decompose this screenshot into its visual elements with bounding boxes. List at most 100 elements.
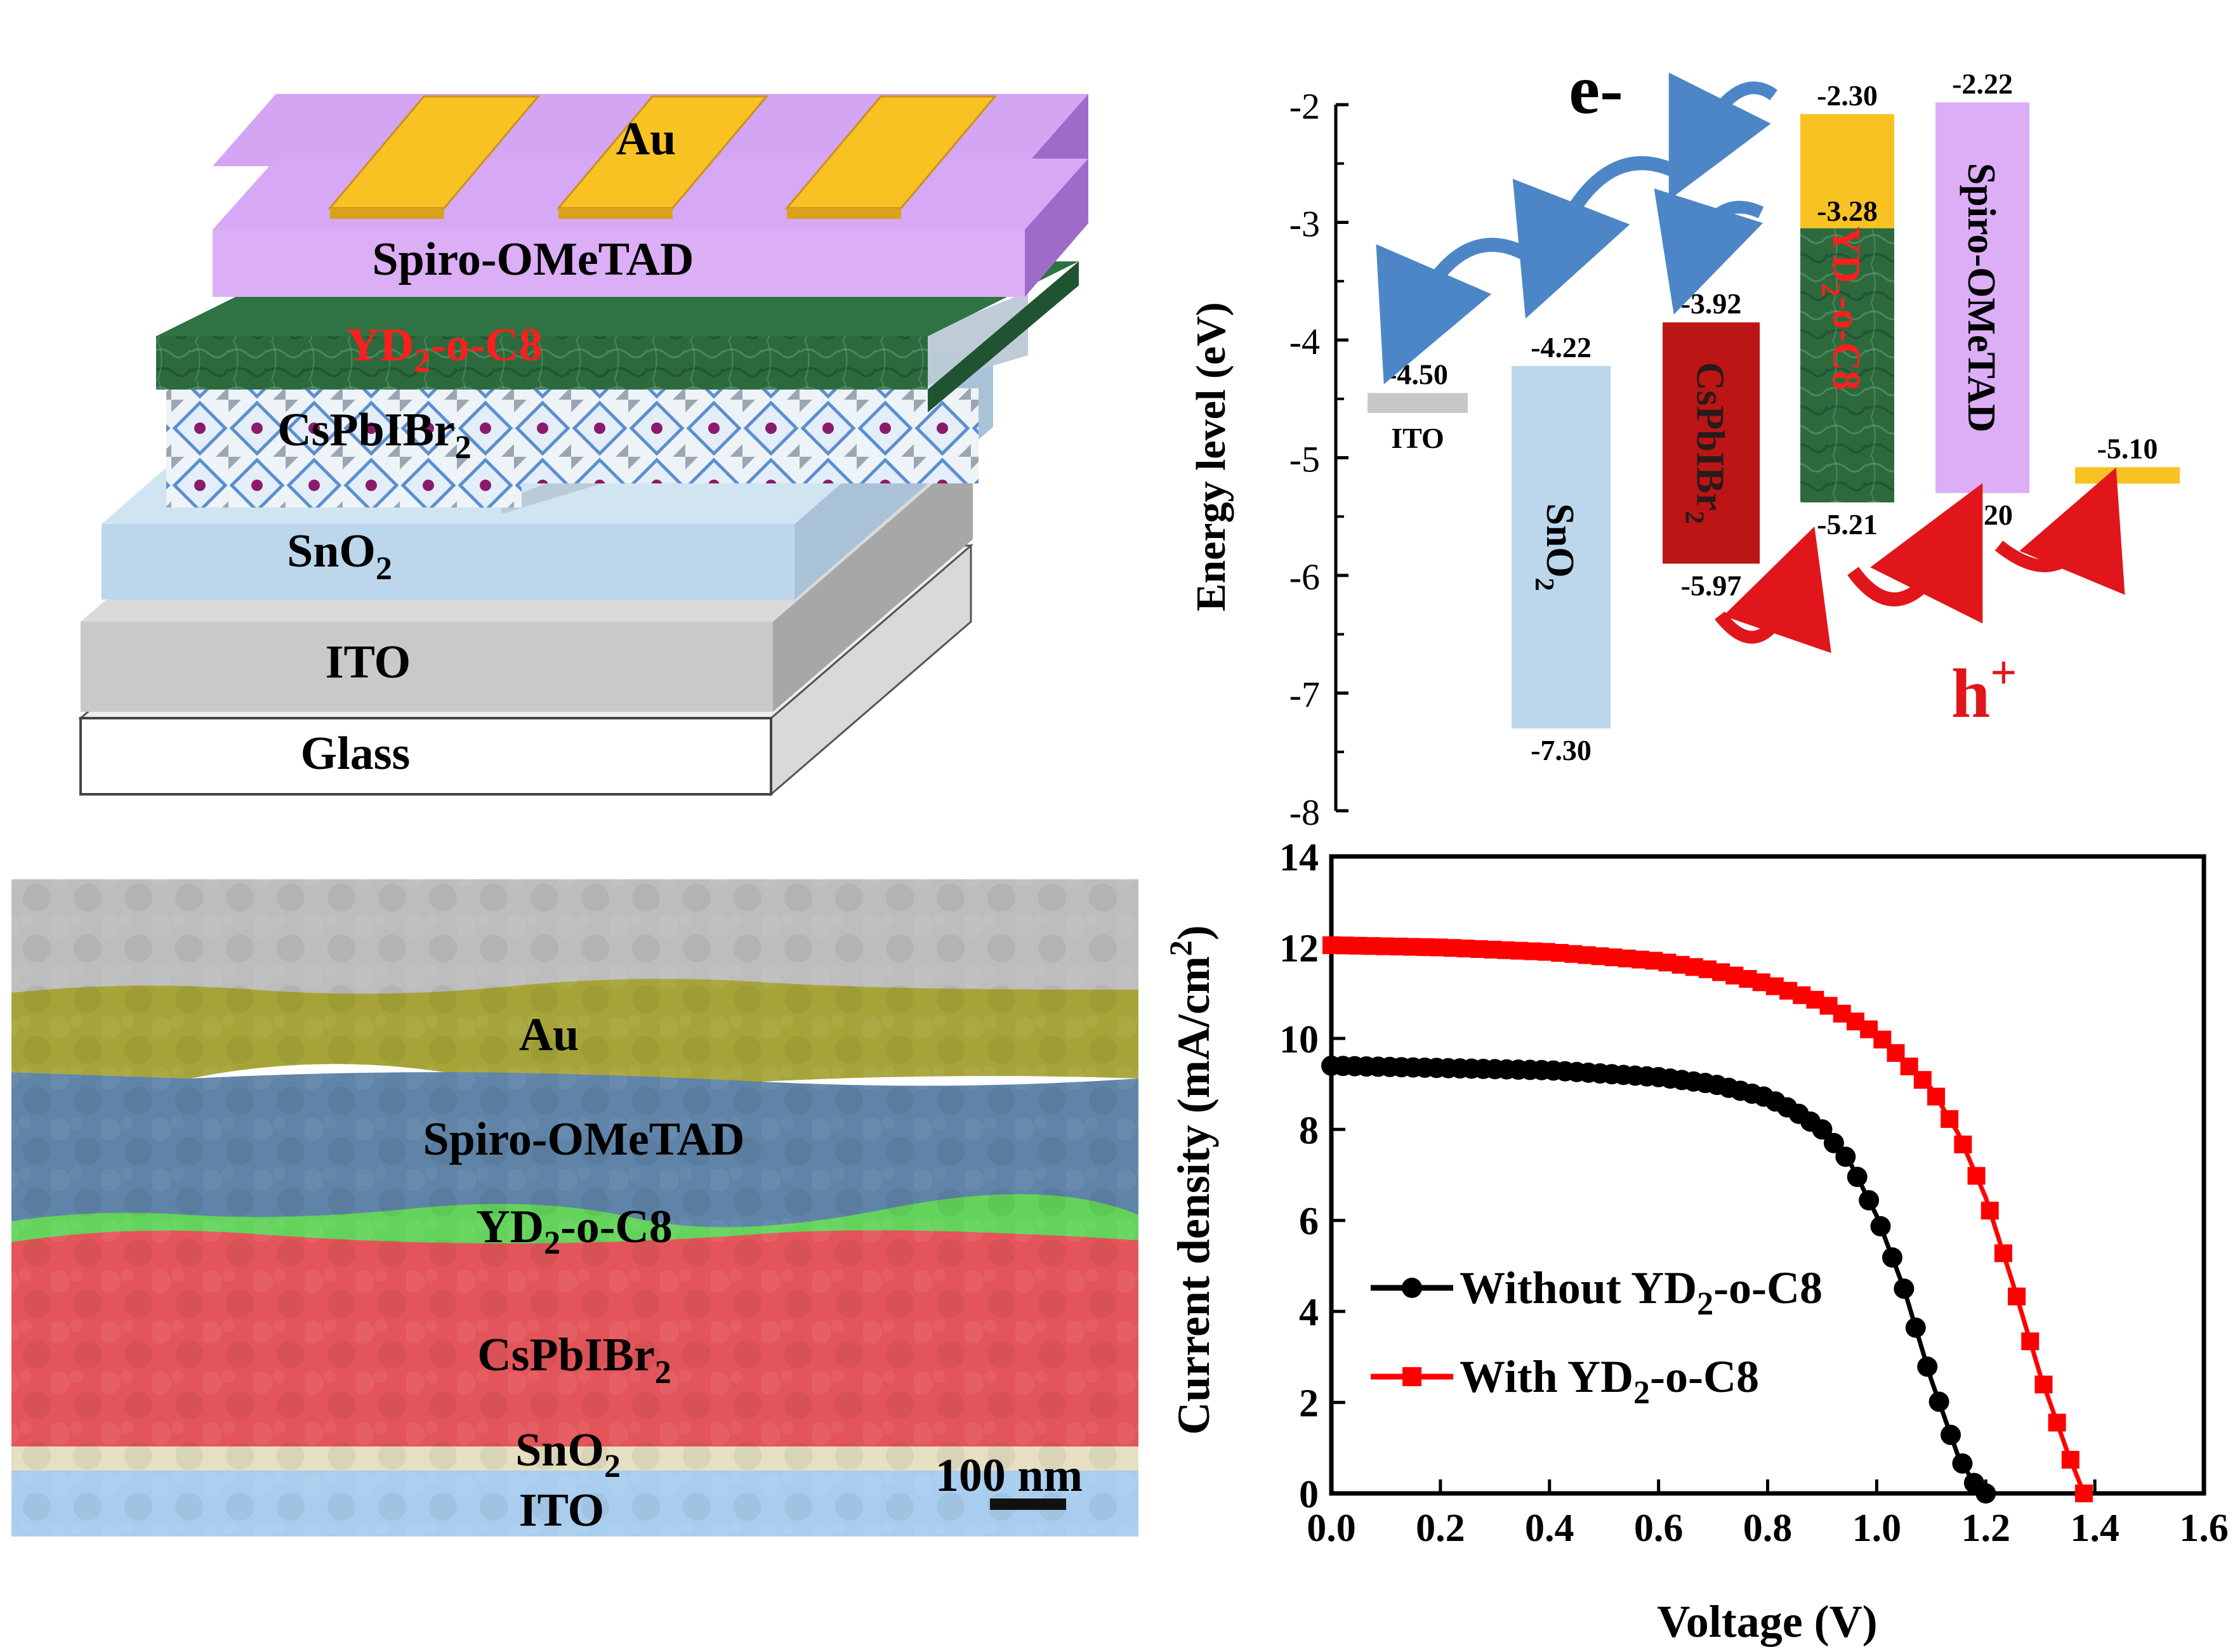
- jv-y-tick-label: 4: [1299, 1291, 1319, 1334]
- jv-data-point: [1847, 1167, 1868, 1188]
- hole-arrow-1: [1715, 526, 1831, 653]
- spiro-layer-front: [213, 230, 1025, 297]
- hole-arrow-2: [1847, 483, 1983, 624]
- energy-tick-label: -7: [1289, 674, 1320, 716]
- jv-series-line: [1331, 943, 2087, 1495]
- energy-bar: [1800, 228, 1894, 502]
- jv-data-point: [1812, 1119, 1833, 1140]
- jv-data-point: [2048, 1413, 2066, 1432]
- energy-tick-label: -8: [1289, 792, 1320, 833]
- jv-data-point: [2074, 1485, 2093, 1502]
- legend-label-with: With YD2-o-C8: [1460, 1351, 1759, 1411]
- jv-x-tick-label: 0.0: [1307, 1507, 1356, 1550]
- jv-x-tick-label: 1.2: [1961, 1507, 2011, 1550]
- hole-arrow-3: [1994, 467, 2125, 595]
- electron-arrow-2: [1512, 156, 1685, 319]
- jv-x-tick-label: 0.6: [1634, 1507, 1684, 1550]
- energy-value-label: -4.50: [1387, 358, 1448, 390]
- electron-arrow-1: [1668, 72, 1777, 200]
- jv-data-point: [1905, 1317, 1926, 1338]
- sem-yd2-label: YD2-o-C8: [476, 1201, 673, 1261]
- energy-bar-name: YD2-o-C8: [1816, 226, 1868, 391]
- sno2-label: SnO2: [287, 525, 392, 587]
- energy-value-label: -5.10: [2097, 432, 2158, 464]
- ito-layer-front: [81, 622, 773, 712]
- jv-y-tick-label: 2: [1299, 1382, 1319, 1426]
- jv-data-point: [1994, 1244, 2012, 1262]
- energy-tick-label: -6: [1289, 556, 1320, 598]
- cspbibr2-layer-front: [166, 388, 522, 508]
- energy-level-diagram: -2-3-4-5-6-7-8 Energy level (eV) -4.50IT…: [1188, 51, 2180, 833]
- ito-layer-side: [773, 449, 973, 712]
- jv-x-tick-label: 1.0: [1852, 1507, 1902, 1550]
- jv-legend: Without YD2-o-C8 With YD2-o-C8: [1371, 1262, 1823, 1411]
- glass-layer-front: [79, 717, 772, 796]
- jv-data-point: [1941, 1424, 1961, 1445]
- jv-y-tick-label: 10: [1279, 1018, 1319, 1061]
- jv-y-tick-label: 14: [1279, 836, 1319, 879]
- jv-data-point: [1967, 1167, 1986, 1185]
- sem-spiro-label: Spiro-OMeTAD: [423, 1113, 744, 1165]
- energy-value-label: -2.22: [1952, 67, 2013, 100]
- energy-value-label: -5.20: [1952, 499, 2013, 531]
- cspbibr2-label: CsPbIBr2: [277, 404, 471, 466]
- jv-x-tick-label: 0.2: [1416, 1507, 1465, 1550]
- jv-ylabel: Current density (mA/cm2): [1163, 925, 1219, 1435]
- sem-sno2-label: SnO2: [515, 1424, 621, 1485]
- jv-data-point: [2034, 1375, 2053, 1394]
- jv-data-point: [1928, 1391, 1949, 1412]
- sem-cross-section: Au Spiro-OMeTAD YD2-o-C8 CsPbIBr2 SnO2 I…: [11, 879, 1138, 1537]
- sem-texture: [11, 879, 1138, 1537]
- hole-label: h+: [1951, 647, 2017, 732]
- jv-data-point: [1981, 1202, 1999, 1220]
- au-label: Au: [616, 113, 676, 165]
- energy-axis-ticks: -2-3-4-5-6-7-8: [1289, 86, 1348, 833]
- jv-data-point: [1835, 1146, 1856, 1167]
- jv-data-point: [1952, 1453, 1973, 1474]
- energy-value-label: -2.30: [1817, 79, 1878, 112]
- sem-au-label: Au: [519, 1009, 579, 1061]
- jv-x-tick-label: 0.4: [1525, 1507, 1574, 1550]
- jv-y-tick-label: 0: [1299, 1473, 1319, 1516]
- energy-tick-label: -3: [1289, 204, 1320, 245]
- energy-axis-label: Energy level (eV): [1188, 302, 1234, 612]
- energy-bar: [1663, 322, 1760, 564]
- jv-x-tick-label: 0.8: [1743, 1507, 1793, 1550]
- jv-x-tick-label: 1.6: [2179, 1507, 2229, 1550]
- jv-data-point: [1941, 1110, 1959, 1128]
- electron-arrow-3: [1376, 238, 1540, 384]
- energy-bar-name: SnO2: [1529, 503, 1581, 591]
- energy-bar-name: CsPbIBr2: [1680, 362, 1732, 524]
- sno2-layer-front: [102, 524, 794, 600]
- jv-data-point: [1882, 1247, 1902, 1268]
- jv-y-tick-label: 12: [1279, 927, 1319, 970]
- jv-data-point: [1917, 1356, 1938, 1377]
- jv-data-point: [1859, 1190, 1880, 1210]
- energy-value-label: -5.97: [1681, 569, 1742, 601]
- jv-series: [1321, 936, 2093, 1504]
- energy-value-label: -5.21: [1817, 508, 1878, 541]
- jv-y-tick-label: 8: [1299, 1109, 1319, 1152]
- energy-bar-segment: [1800, 114, 1894, 228]
- energy-bar: [1935, 102, 2029, 494]
- cspbibr2-layer-front-right: [522, 388, 979, 483]
- legend-label-without: Without YD2-o-C8: [1460, 1262, 1823, 1322]
- spiro-layer-side: [1025, 94, 1088, 297]
- yd2-label: YD2-o-C8: [346, 319, 543, 379]
- electron-label: e-: [1569, 51, 1623, 128]
- energy-bar: [2075, 467, 2180, 484]
- au-strip-1-edge: [330, 208, 444, 219]
- energy-bar: [1368, 393, 1468, 414]
- jv-data-point: [2061, 1450, 2080, 1469]
- device-stack-schematic: Glass ITO SnO2 CsPbIBr2 YD2-o-C8 Spiro-O…: [77, 94, 1088, 797]
- legend-marker-without: [1402, 1278, 1422, 1298]
- legend-marker-with: [1402, 1367, 1421, 1386]
- yd2-layer-front: [156, 336, 928, 390]
- energy-value-label: -3.92: [1681, 287, 1742, 320]
- energy-tick-label: -4: [1289, 321, 1320, 362]
- energy-bars: -4.50ITO-4.22-7.30SnO2-3.92-5.97CsPbIBr2…: [1368, 67, 2180, 766]
- jv-x-tick-label: 1.4: [2070, 1507, 2120, 1550]
- au-strip-3-edge: [787, 208, 901, 219]
- jv-data-point: [2021, 1332, 2040, 1351]
